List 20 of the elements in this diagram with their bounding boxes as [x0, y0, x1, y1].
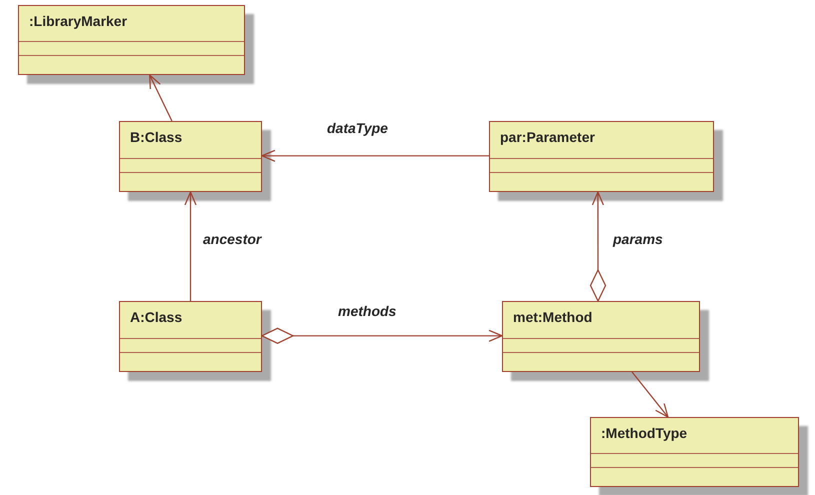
aggregation-arrow — [590, 191, 606, 302]
arrow — [184, 191, 197, 301]
object-name: :MethodType — [601, 425, 688, 441]
arrow — [149, 74, 172, 122]
arrow — [632, 372, 669, 418]
object-box — [502, 301, 700, 372]
object-box — [18, 5, 245, 75]
object-box — [119, 121, 262, 192]
object-name: B:Class — [130, 129, 182, 145]
object-box — [489, 121, 714, 192]
aggregation-arrow — [261, 328, 503, 344]
edge-label: methods — [337, 303, 398, 319]
object-box — [119, 301, 262, 372]
object-name: met:Method — [513, 309, 592, 325]
object-name: :LibraryMarker — [29, 13, 128, 29]
arrow — [261, 150, 489, 162]
object-box — [590, 417, 799, 487]
object-name: A:Class — [130, 309, 182, 325]
object-name: par:Parameter — [500, 129, 595, 145]
edge-label: dataType — [326, 120, 389, 136]
